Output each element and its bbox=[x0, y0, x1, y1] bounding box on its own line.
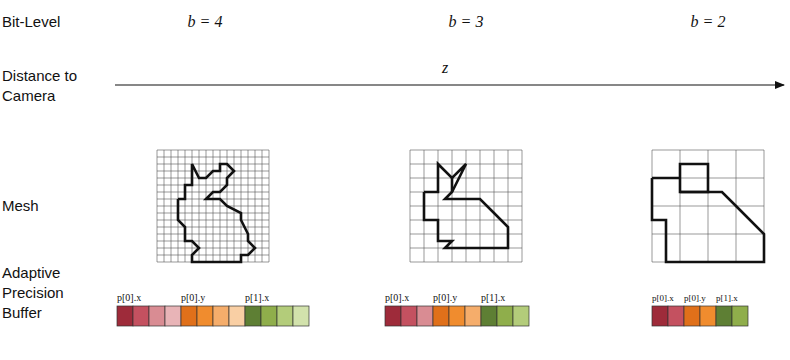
bit-level-value: b = 2 bbox=[691, 12, 726, 32]
row-label: Adaptive Precision Buffer bbox=[2, 263, 74, 323]
axis-label: z bbox=[442, 58, 448, 78]
field-label: p[0].y bbox=[181, 292, 205, 304]
field-label: p[0].y bbox=[433, 292, 457, 304]
precision-buffers bbox=[117, 306, 748, 326]
bit-level-value: b = 4 bbox=[188, 12, 223, 32]
row-label: Mesh bbox=[2, 196, 39, 216]
bit-level-value: b = 3 bbox=[449, 12, 484, 32]
field-label: p[1].x bbox=[245, 292, 269, 304]
field-label: p[0].y bbox=[684, 292, 706, 304]
field-label: p[0].x bbox=[117, 292, 141, 304]
field-label: p[1].x bbox=[481, 292, 505, 304]
row-label: Distance to Camera bbox=[2, 66, 102, 106]
distance-axis bbox=[115, 84, 784, 85]
field-label: p[0].x bbox=[652, 292, 674, 304]
field-label: p[1].x bbox=[716, 292, 738, 304]
row-label: Bit-Level bbox=[2, 12, 60, 32]
mesh-grids bbox=[157, 150, 764, 262]
field-label: p[0].x bbox=[385, 292, 409, 304]
